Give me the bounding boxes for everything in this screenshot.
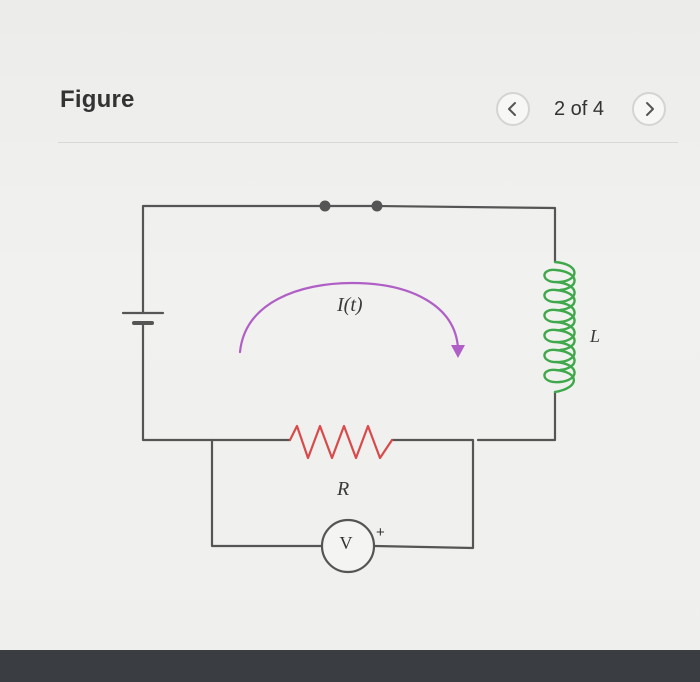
inductor-label: L <box>590 326 601 346</box>
next-figure-button[interactable] <box>632 92 666 126</box>
page-indicator: 2 of 4 <box>554 98 605 120</box>
switch-terminal-right <box>371 200 383 212</box>
voltmeter-label: V <box>339 533 353 553</box>
header-divider <box>58 142 678 143</box>
left-wire <box>141 321 292 442</box>
bottom-bar <box>0 650 700 682</box>
inductor-coil <box>543 260 576 394</box>
switch-terminal-left <box>319 200 331 212</box>
current-arrow <box>238 281 460 354</box>
battery-symbol <box>121 311 165 325</box>
right-wire <box>476 390 557 442</box>
figure-pagination: 2 of 4 <box>492 88 677 128</box>
chevron-right-icon <box>646 102 654 116</box>
voltmeter-circle <box>320 518 376 574</box>
current-label: I(t) <box>337 294 363 316</box>
current-arrowhead <box>451 345 465 358</box>
voltmeter-branch <box>210 438 324 548</box>
voltmeter-polarity: + <box>376 524 385 541</box>
top-wire <box>141 204 327 315</box>
resistor-label: R <box>337 478 350 500</box>
chevron-left-icon <box>508 102 516 116</box>
page-title: Figure <box>60 86 135 113</box>
previous-figure-button[interactable] <box>496 92 530 126</box>
resistor-zigzag <box>288 424 394 460</box>
